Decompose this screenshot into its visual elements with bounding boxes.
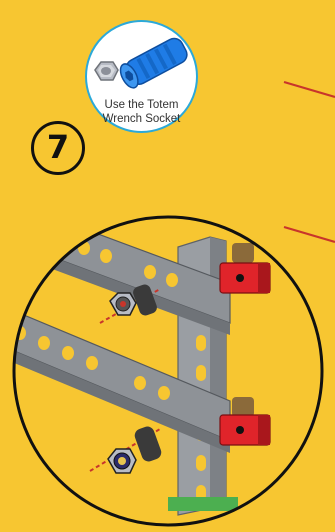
- tool-caption: Use the Totem Wrench Socket: [87, 98, 196, 126]
- tool-caption-line-1: Use the Totem: [87, 98, 196, 112]
- wrench-socket-icon: [87, 22, 196, 102]
- assembly-zoom-illustration: [0, 205, 335, 532]
- step-number-badge: 7: [31, 121, 85, 175]
- hex-nut-icon: [95, 62, 118, 80]
- tool-callout: Use the Totem Wrench Socket: [85, 20, 198, 133]
- base-plate: [168, 497, 238, 511]
- tool-caption-line-2: Wrench Socket: [87, 112, 196, 126]
- pointer-arrow-top: [284, 82, 335, 97]
